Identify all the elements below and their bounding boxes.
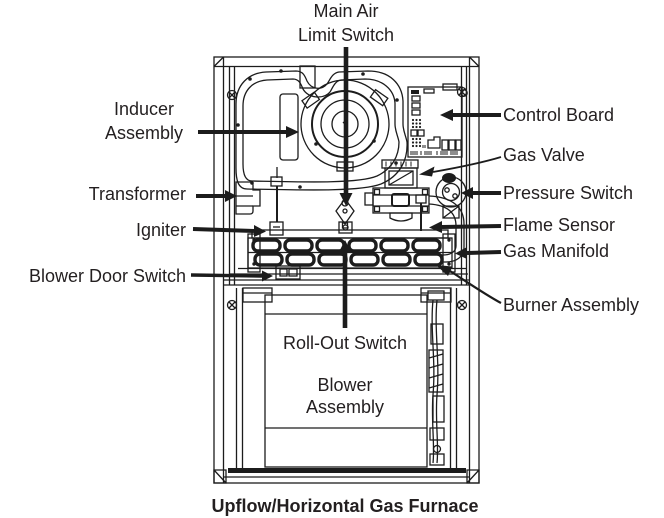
- label-flame-sensor: Flame Sensor: [503, 215, 616, 235]
- blower-assembly-drawing: [264, 290, 445, 468]
- figure-caption: Upflow/Horizontal Gas Furnace: [211, 496, 479, 516]
- arrow-gas-valve: [419, 156, 502, 177]
- pressure-switch-drawing: [435, 173, 467, 219]
- flame-sensor-drawing: [415, 194, 427, 231]
- label-burner-assembly: Burner Assembly: [503, 295, 640, 315]
- gas-valve-drawing: [364, 159, 430, 222]
- label-blower-assembly: Blower Assembly: [305, 375, 385, 417]
- label-pressure-switch: Pressure Switch: [503, 183, 634, 203]
- arrow-gas-manifold: [455, 247, 502, 259]
- transformer-drawing: [235, 181, 261, 215]
- arrow-roll-out-switch: [338, 240, 352, 328]
- label-gas-manifold: Gas Manifold: [503, 241, 610, 261]
- inducer-assembly-drawing: [235, 65, 408, 191]
- arrow-control-board: [440, 109, 501, 121]
- label-transformer: Transformer: [88, 184, 186, 204]
- label-inducer-assembly: Inducer Assembly: [104, 99, 184, 143]
- callout-arrows: [190, 47, 502, 328]
- arrow-blower-door-switch: [190, 270, 273, 282]
- arrow-transformer: [196, 190, 237, 202]
- label-roll-out-switch: Roll-Out Switch: [282, 333, 408, 353]
- igniter-drawing: [269, 167, 284, 236]
- control-board-drawing: [407, 83, 468, 158]
- label-main-air-limit-switch: Main Air Limit Switch: [297, 1, 395, 45]
- arrow-inducer-assembly: [198, 126, 299, 138]
- arrow-main-air-limit-switch: [339, 47, 353, 206]
- label-gas-valve: Gas Valve: [503, 145, 585, 165]
- label-igniter: Igniter: [135, 220, 186, 240]
- arrow-pressure-switch: [461, 187, 501, 199]
- blower-door-switch-drawing: [275, 265, 301, 280]
- arrow-igniter: [192, 225, 266, 237]
- arrow-burner-assembly: [436, 265, 502, 304]
- arrow-flame-sensor: [429, 221, 502, 233]
- label-control-board: Control Board: [503, 105, 615, 125]
- label-blower-door-switch: Blower Door Switch: [28, 266, 186, 286]
